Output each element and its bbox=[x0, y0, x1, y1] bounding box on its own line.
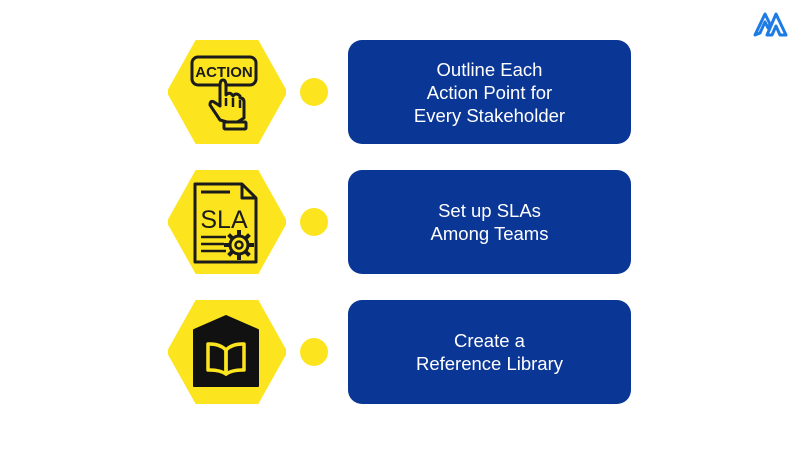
step-3-hexagon bbox=[168, 300, 286, 404]
sla-icon-text: SLA bbox=[200, 206, 248, 234]
sla-document-gear-icon: SLA bbox=[193, 182, 258, 264]
step-3-card: Create a Reference Library bbox=[348, 300, 631, 404]
book-library-icon bbox=[193, 315, 259, 387]
step-3: Create a Reference Library bbox=[0, 300, 800, 406]
step-1-hexagon: ACTION bbox=[168, 40, 286, 144]
step-2-connector-dot bbox=[300, 208, 328, 236]
action-button-click-icon: ACTION bbox=[190, 55, 258, 131]
step-2: SLA Set up SLAs Among T bbox=[0, 170, 800, 276]
step-2-label: Set up SLAs Among Teams bbox=[430, 200, 549, 244]
brand-logo-icon bbox=[753, 12, 788, 37]
step-2-hexagon: SLA bbox=[168, 170, 286, 274]
step-1-label: Outline Each Action Point for Every Stak… bbox=[413, 58, 566, 126]
step-1-card: Outline Each Action Point for Every Stak… bbox=[348, 40, 631, 144]
step-3-connector-dot bbox=[300, 338, 328, 366]
step-1: ACTION Outline Each Action Point for Eve… bbox=[0, 40, 800, 146]
step-1-connector-dot bbox=[300, 78, 328, 106]
step-2-card: Set up SLAs Among Teams bbox=[348, 170, 631, 274]
step-3-label: Create a Reference Library bbox=[415, 330, 564, 374]
action-icon-text: ACTION bbox=[195, 64, 253, 81]
